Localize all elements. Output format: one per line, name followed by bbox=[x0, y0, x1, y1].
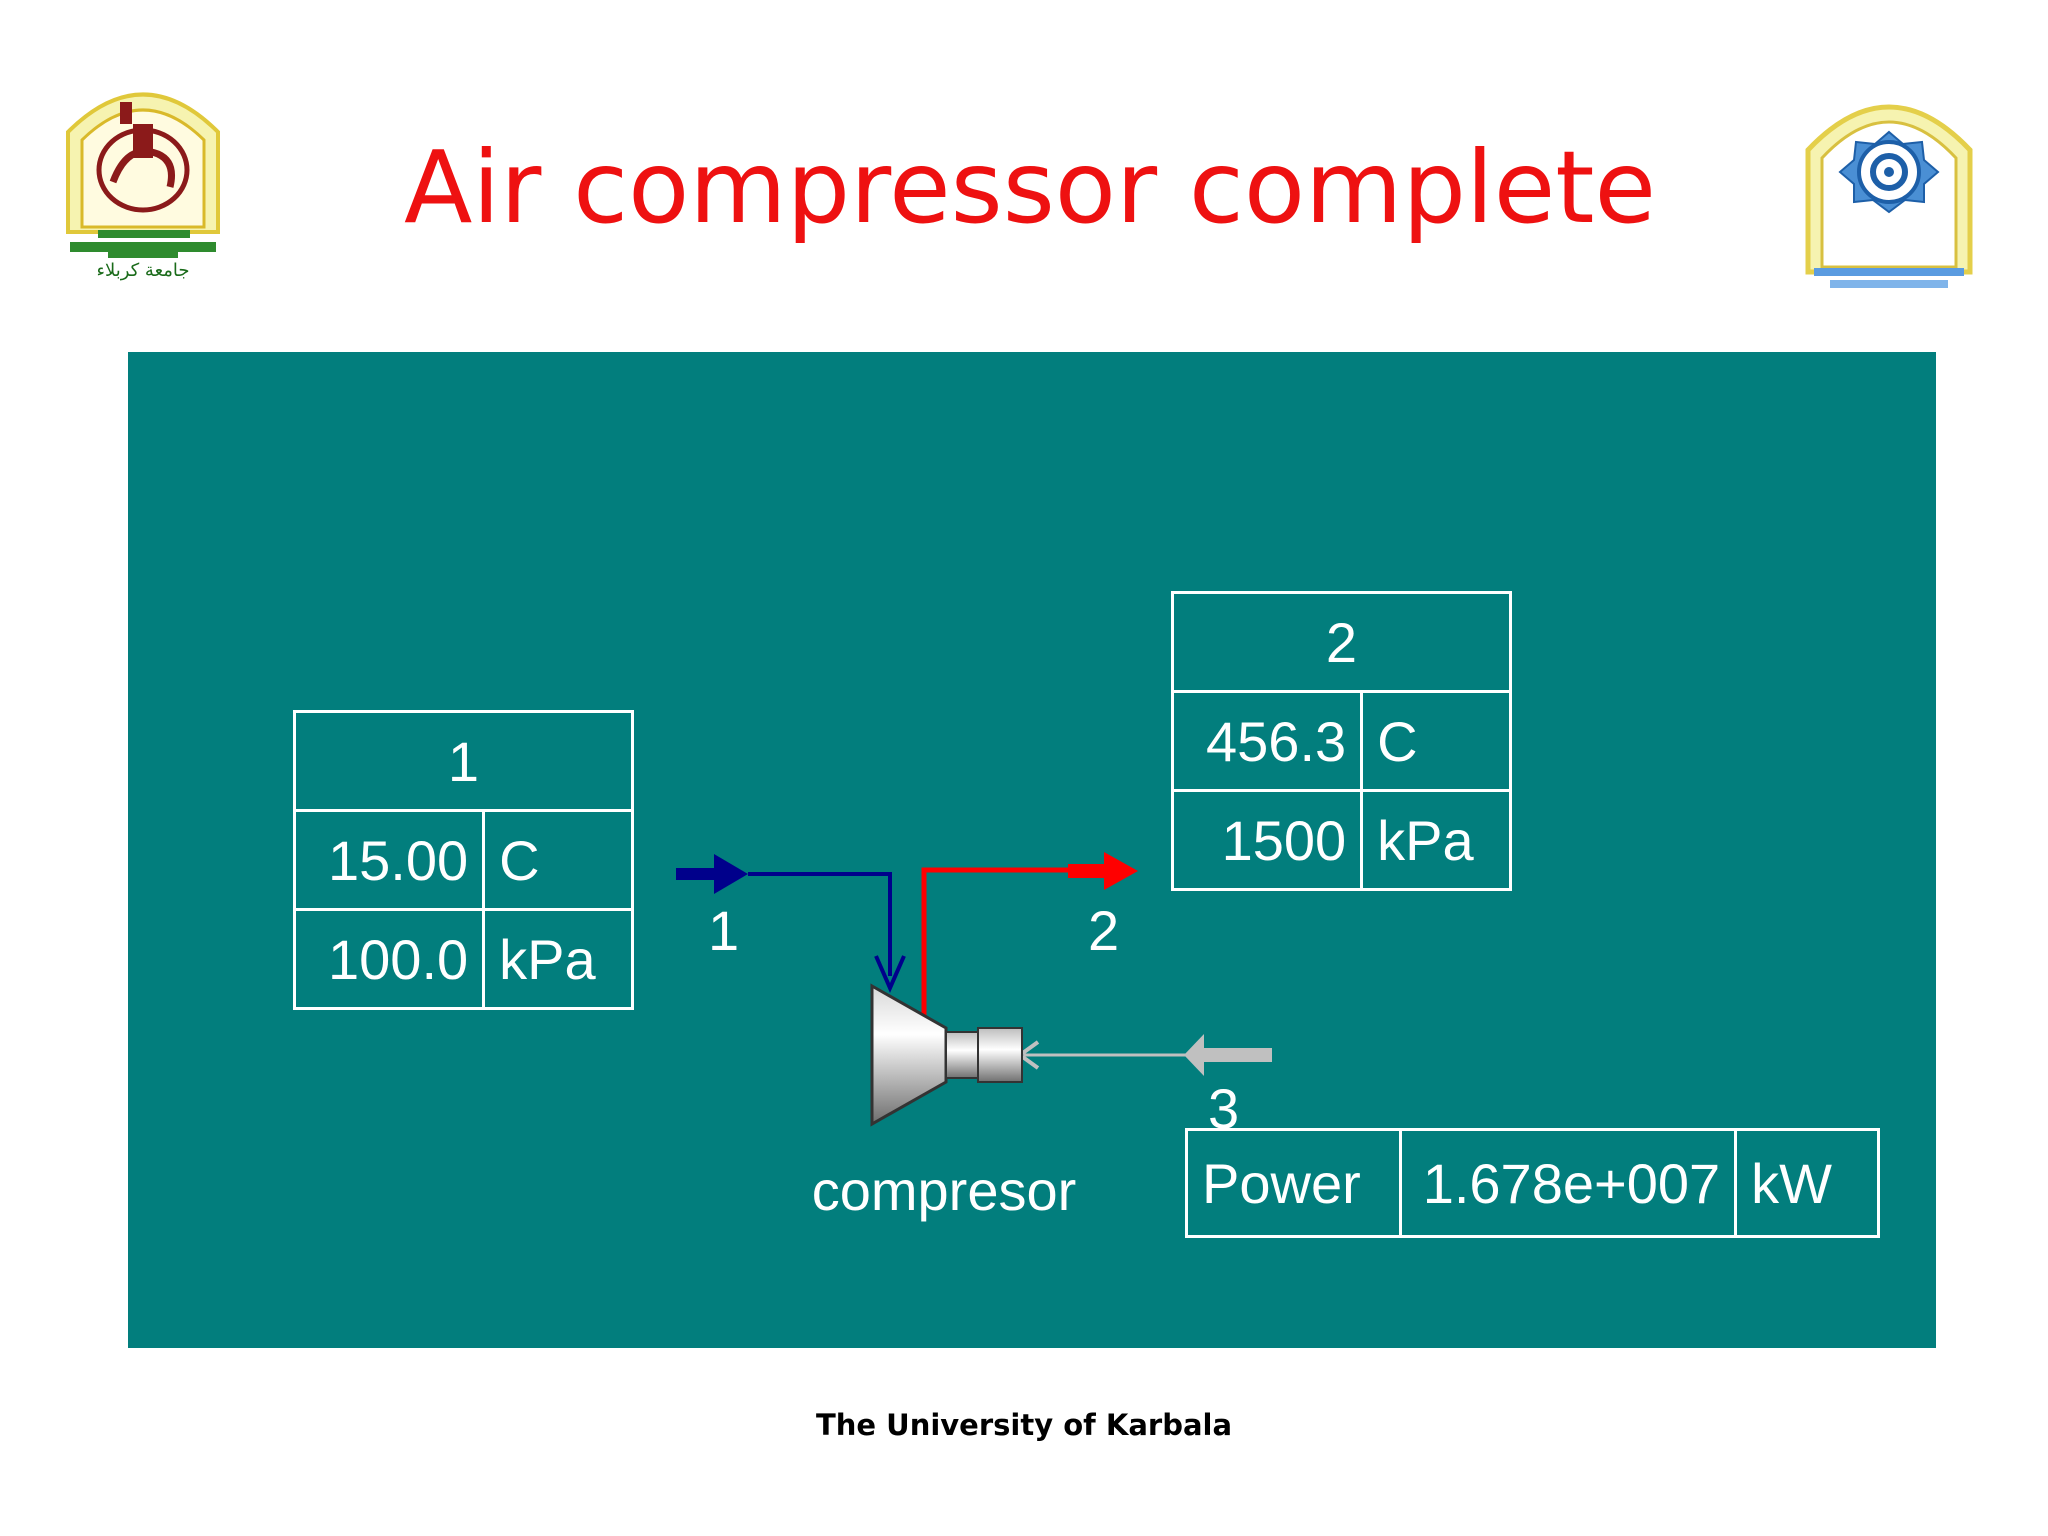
outlet-pressure-unit: kPa bbox=[1360, 789, 1512, 891]
compressor-label[interactable]: compresor bbox=[812, 1159, 1077, 1222]
outlet-temperature-unit: C bbox=[1360, 690, 1512, 792]
outlet-stream-name[interactable]: 2 bbox=[1088, 899, 1119, 962]
inlet-stream-line[interactable] bbox=[676, 854, 906, 993]
left-logo-text: جامعة كربلاء bbox=[96, 260, 189, 281]
inlet-temperature-unit: C bbox=[482, 809, 634, 911]
energy-stream-table[interactable]: Power 1.678e+007 kW bbox=[1185, 1128, 1880, 1238]
inlet-stream-table[interactable]: 1 15.00 C 100.0 kPa bbox=[292, 710, 634, 1010]
outlet-stream-table[interactable]: 2 456.3 C 1500 kPa bbox=[1170, 591, 1512, 891]
flowsheet-drawing: 1 2 3 compresor bbox=[676, 852, 1272, 1222]
inlet-stream-name[interactable]: 1 bbox=[708, 899, 739, 962]
inlet-pressure-value: 100.0 bbox=[292, 908, 486, 1010]
university-seal-left-icon: جامعة كربلاء bbox=[66, 92, 220, 281]
inlet-temperature-value: 15.00 bbox=[292, 809, 486, 911]
energy-stream-line[interactable] bbox=[1016, 1034, 1272, 1076]
outlet-stream-line[interactable] bbox=[921, 852, 1138, 1020]
slide-footer: The University of Karbala bbox=[815, 1408, 1233, 1442]
inlet-pressure-unit: kPa bbox=[482, 908, 634, 1010]
flowsheet-canvas[interactable]: 1 2 3 compresor 1 15.00 C bbox=[128, 352, 1936, 1348]
college-seal-right-icon bbox=[1805, 104, 1973, 288]
power-label: Power bbox=[1185, 1128, 1402, 1238]
inlet-table-header: 1 bbox=[293, 710, 634, 812]
compressor-icon[interactable] bbox=[870, 983, 1023, 1127]
power-value: 1.678e+007 bbox=[1398, 1128, 1738, 1238]
outlet-pressure-value: 1500 bbox=[1170, 789, 1364, 891]
power-unit: kW bbox=[1734, 1128, 1880, 1238]
outlet-table-header: 2 bbox=[1171, 591, 1512, 693]
outlet-temperature-value: 456.3 bbox=[1170, 690, 1364, 792]
slide-title: Air compressor complete bbox=[404, 129, 1656, 246]
